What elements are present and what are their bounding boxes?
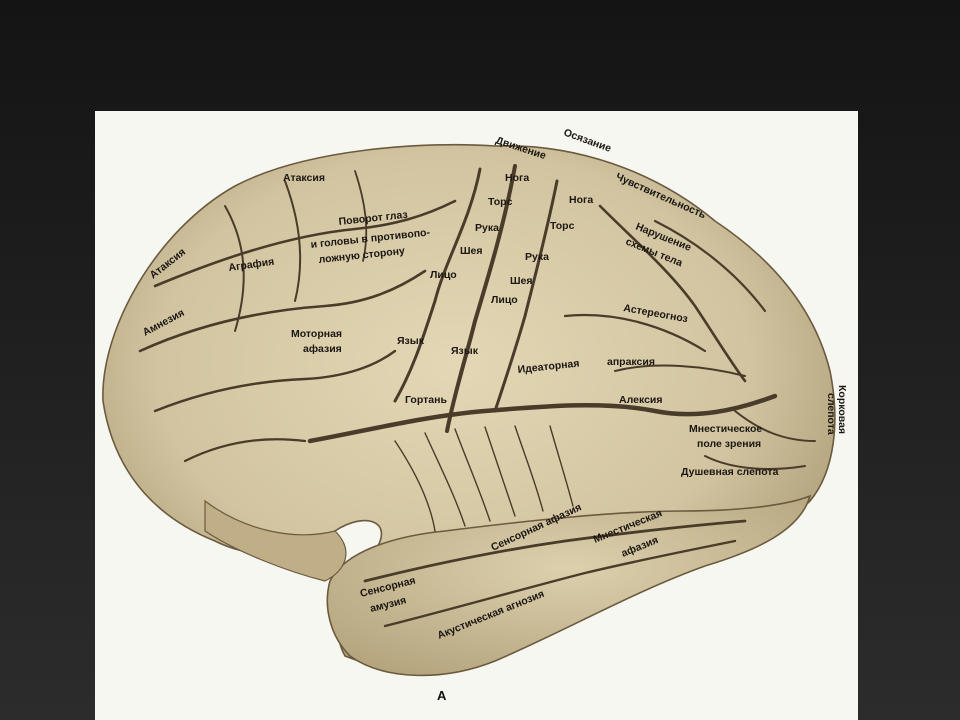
label-arm-sensory: Рука [525, 251, 549, 263]
figure-caption: А [437, 688, 447, 703]
label-larynx: Гортань [405, 394, 447, 406]
area-labels: Атаксия Движение Осязание Чувствительнос… [141, 127, 848, 642]
label-apraxia: апраксия [607, 356, 655, 368]
label-cortical-blindness-2: слепота [825, 393, 837, 435]
label-tongue-motor: Язык [397, 335, 425, 347]
brain-diagram: Атаксия Движение Осязание Чувствительнос… [102, 127, 848, 703]
label-tongue-sensory: Язык [451, 345, 479, 357]
label-touch: Осязание [562, 127, 613, 155]
label-motor-aphasia-2: афазия [303, 343, 342, 355]
label-motor-aphasia-1: Моторная [291, 328, 342, 340]
label-torso-sensory: Торс [550, 220, 575, 232]
label-cortical-blindness-1: Корковая [836, 385, 848, 434]
label-alexia: Алексия [619, 394, 663, 406]
label-arm-motor: Рука [475, 222, 499, 234]
label-neck-motor: Шея [460, 245, 483, 257]
label-mnestic-field-1: Мнестическое [689, 423, 762, 435]
label-face-sensory: Лицо [491, 294, 518, 306]
label-face-motor: Лицо [430, 269, 457, 281]
frontal-base [204, 499, 347, 582]
label-leg-motor: Нога [505, 172, 529, 184]
figure-panel: Атаксия Движение Осязание Чувствительнос… [95, 111, 858, 720]
label-torso-motor: Торс [488, 196, 513, 208]
sulci [138, 164, 816, 628]
temporal-lobe [326, 494, 812, 677]
label-leg-sensory: Нога [569, 194, 593, 206]
label-mnestic-field-2: поле зрения [697, 438, 761, 450]
label-neck-sensory: Шея [510, 275, 533, 287]
label-mental-blindness: Душевная слепота [681, 466, 779, 478]
label-ataxia: Атаксия [283, 172, 325, 184]
